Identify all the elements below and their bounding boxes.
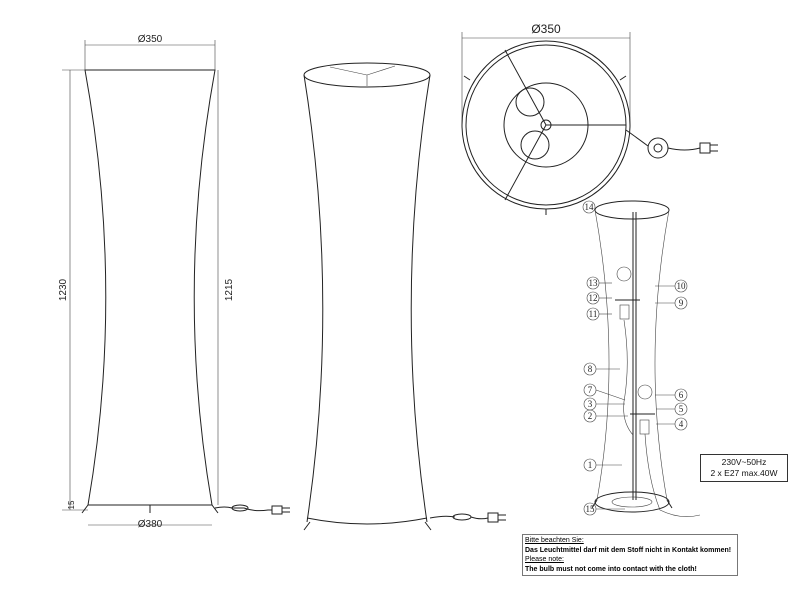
svg-text:8: 8 [588, 364, 593, 374]
callout-1: 1 [583, 458, 622, 472]
exploded-assembly-view [591, 200, 701, 517]
total-height-label: 1230 [58, 278, 69, 301]
svg-text:15: 15 [586, 504, 596, 514]
callout-2: 2 [583, 409, 628, 423]
callout-8: 8 [583, 362, 620, 376]
svg-text:7: 7 [588, 385, 593, 395]
svg-text:12: 12 [589, 293, 598, 303]
front-view-perspective [303, 62, 506, 531]
safety-note-box: Bitte beachten Sie: Das Leuchtmittel dar… [522, 534, 738, 576]
callout-15: 15 [583, 502, 625, 516]
svg-text:2: 2 [588, 411, 593, 421]
callout-7: 7 [583, 383, 626, 401]
callout-9: 9 [655, 296, 688, 310]
callout-13: 13 [586, 276, 612, 290]
shade-height-label: 1215 [224, 278, 235, 301]
note-text-de: Das Leuchtmittel darf mit dem Stoff nich… [525, 546, 732, 554]
note-text-en: The bulb must not come into contact with… [525, 565, 697, 573]
top-view: Ø350 [461, 22, 718, 215]
note-heading-de: Bitte beachten Sie: [525, 537, 584, 544]
base-gap-label: 15 [67, 500, 76, 509]
svg-text:6: 6 [679, 390, 684, 400]
note-heading-en: Please note: [525, 556, 564, 563]
svg-text:13: 13 [589, 278, 599, 288]
svg-text:3: 3 [588, 399, 593, 409]
callout-14: 14 [582, 200, 596, 214]
callout-3: 3 [583, 397, 625, 411]
svg-text:14: 14 [585, 202, 595, 212]
voltage-spec: 230V~50Hz [721, 457, 767, 467]
svg-text:1: 1 [588, 460, 593, 470]
top-diameter-label: Ø350 [138, 34, 163, 45]
callout-markers: 14 13 12 11 10 9 8 7 3 2 6 5 4 1 15 [582, 200, 688, 516]
callout-6: 6 [655, 388, 688, 402]
callout-10: 10 [655, 279, 688, 293]
callout-5: 5 [656, 402, 688, 416]
front-view-dimensioned: Ø350 1230 1215 15 Ø380 [58, 34, 290, 530]
svg-text:4: 4 [679, 419, 684, 429]
svg-text:9: 9 [679, 298, 684, 308]
svg-text:10: 10 [677, 281, 687, 291]
top-view-diameter-label: Ø350 [531, 22, 561, 36]
callout-12: 12 [586, 291, 612, 305]
bulb-spec: 2 x E27 max.40W [710, 468, 778, 478]
electrical-spec-box: 230V~50Hz 2 x E27 max.40W [700, 454, 788, 482]
callout-4: 4 [656, 417, 688, 431]
bottom-diameter-label: Ø380 [138, 519, 163, 530]
svg-text:5: 5 [679, 404, 684, 414]
svg-text:11: 11 [589, 309, 598, 319]
callout-11: 11 [586, 307, 612, 321]
